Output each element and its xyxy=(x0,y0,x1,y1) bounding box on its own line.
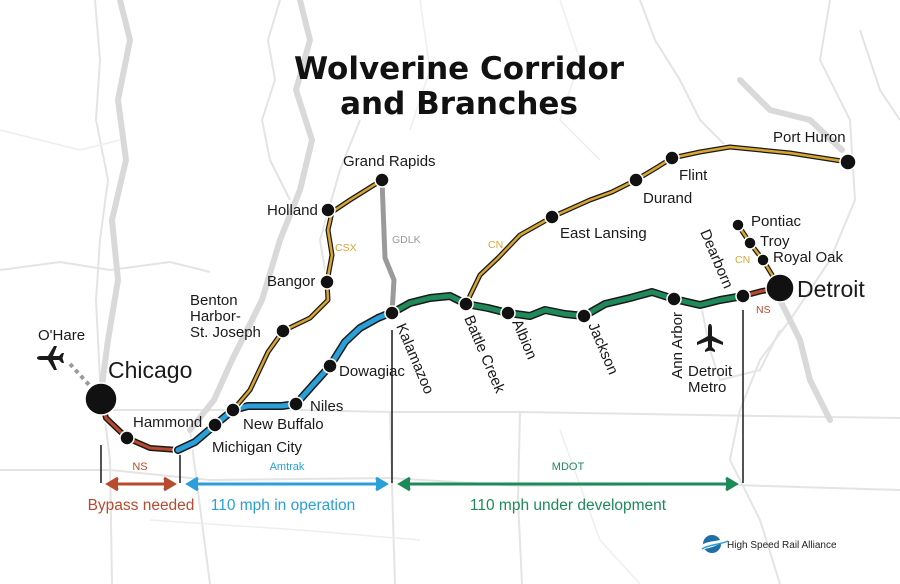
line-cn-east xyxy=(464,145,850,306)
label-albion: Albion xyxy=(508,317,540,362)
map-title-line-2: and Branches xyxy=(340,86,578,122)
label-kalamazoo: Kalamazoo xyxy=(392,321,437,397)
map-title-line-1: Wolverine Corridor xyxy=(294,51,625,87)
logo: High Speed Rail Alliance xyxy=(700,535,837,553)
label-dearborn: Dearborn xyxy=(696,227,736,291)
station-pontiac xyxy=(731,218,745,232)
station-michigan-city xyxy=(207,417,223,433)
owner-amtrak: Amtrak xyxy=(270,461,305,473)
line-mdot xyxy=(389,289,746,319)
station-east-lansing xyxy=(544,209,560,225)
owner-gdlk: GDLK xyxy=(392,234,421,246)
station-durand xyxy=(628,172,644,188)
label-hammond: Hammond xyxy=(133,414,202,431)
label-ann-arbor: Ann Arbor xyxy=(669,312,686,379)
label-east-lansing: East Lansing xyxy=(560,225,647,242)
station-troy xyxy=(743,236,757,250)
label-new-buffalo: New Buffalo xyxy=(243,416,324,433)
label-detroit-metro-line-1: Detroit xyxy=(688,363,733,380)
label-benton-harbor-line-2: Harbor- xyxy=(190,308,241,325)
owner-cn-pontiac: CN xyxy=(735,254,750,266)
station-port-huron xyxy=(839,153,857,171)
label-ohare: O'Hare xyxy=(38,327,85,344)
label-battle-creek: Battle Creek xyxy=(460,313,508,396)
station-dearborn xyxy=(735,288,751,304)
label-grand-rapids: Grand Rapids xyxy=(343,153,436,170)
label-benton-harbor-line-3: St. Joseph xyxy=(190,324,261,341)
station-new-buffalo xyxy=(225,402,241,418)
high-speed-rail-swoosh-icon xyxy=(700,535,729,553)
station-jackson xyxy=(576,308,592,324)
owner-cn-east: CN xyxy=(488,239,503,251)
airplane-icon xyxy=(697,324,723,352)
station-battle-creek xyxy=(458,296,474,312)
line-cn-pontiac xyxy=(736,223,782,290)
station-royal-oak xyxy=(756,253,770,267)
label-flint: Flint xyxy=(679,167,708,184)
segment-markers xyxy=(100,310,744,483)
station-kalamazoo xyxy=(384,305,400,321)
label-bangor: Bangor xyxy=(267,273,315,290)
label-detroit-metro-line-2: Metro xyxy=(688,379,726,396)
owner-ns-east: NS xyxy=(756,304,771,316)
segment-bypass-needed: Bypass needed xyxy=(88,497,195,514)
segment-in-operation: 110 mph in operation xyxy=(211,497,355,514)
station-benton-harbor xyxy=(275,323,291,339)
label-pontiac: Pontiac xyxy=(751,213,802,230)
logo-text: High Speed Rail Alliance xyxy=(727,540,837,551)
label-niles: Niles xyxy=(310,398,343,415)
station-ann-arbor xyxy=(666,291,682,307)
station-dowagiac xyxy=(322,358,338,374)
line-gdlk xyxy=(379,177,397,316)
owner-ns-west: NS xyxy=(132,461,147,473)
label-durand: Durand xyxy=(643,190,692,207)
owner-csx: CSX xyxy=(335,242,357,254)
station-holland xyxy=(320,202,336,218)
station-bangor xyxy=(319,274,335,290)
segment-labels: NS Amtrak MDOT Bypass needed 110 mph in … xyxy=(88,461,667,514)
station-chicago xyxy=(84,382,118,416)
map-background-light xyxy=(0,0,641,584)
airplane-icon xyxy=(37,346,64,370)
label-michigan-city: Michigan City xyxy=(212,439,303,456)
owner-labels: CSX GDLK CN CN NS xyxy=(335,234,771,316)
label-benton-harbor-line-1: Benton xyxy=(190,292,238,309)
label-dowagiac: Dowagiac xyxy=(339,363,405,380)
station-grand-rapids xyxy=(374,172,390,188)
station-albion xyxy=(500,305,516,321)
label-port-huron: Port Huron xyxy=(773,129,846,146)
station-niles xyxy=(288,396,304,412)
stations xyxy=(84,150,857,446)
label-chicago: Chicago xyxy=(108,357,192,383)
segment-arrows xyxy=(105,476,739,492)
label-royal-oak: Royal Oak xyxy=(773,249,844,266)
lake-michigan-shore xyxy=(97,0,845,433)
label-holland: Holland xyxy=(267,202,318,219)
label-jackson: Jackson xyxy=(584,320,621,377)
station-hammond xyxy=(119,430,135,446)
segment-under-development: 110 mph under development xyxy=(470,497,667,514)
station-detroit xyxy=(765,273,795,303)
owner-mdot: MDOT xyxy=(552,461,585,473)
label-detroit: Detroit xyxy=(797,276,865,302)
label-troy: Troy xyxy=(760,233,790,250)
station-flint xyxy=(664,150,680,166)
